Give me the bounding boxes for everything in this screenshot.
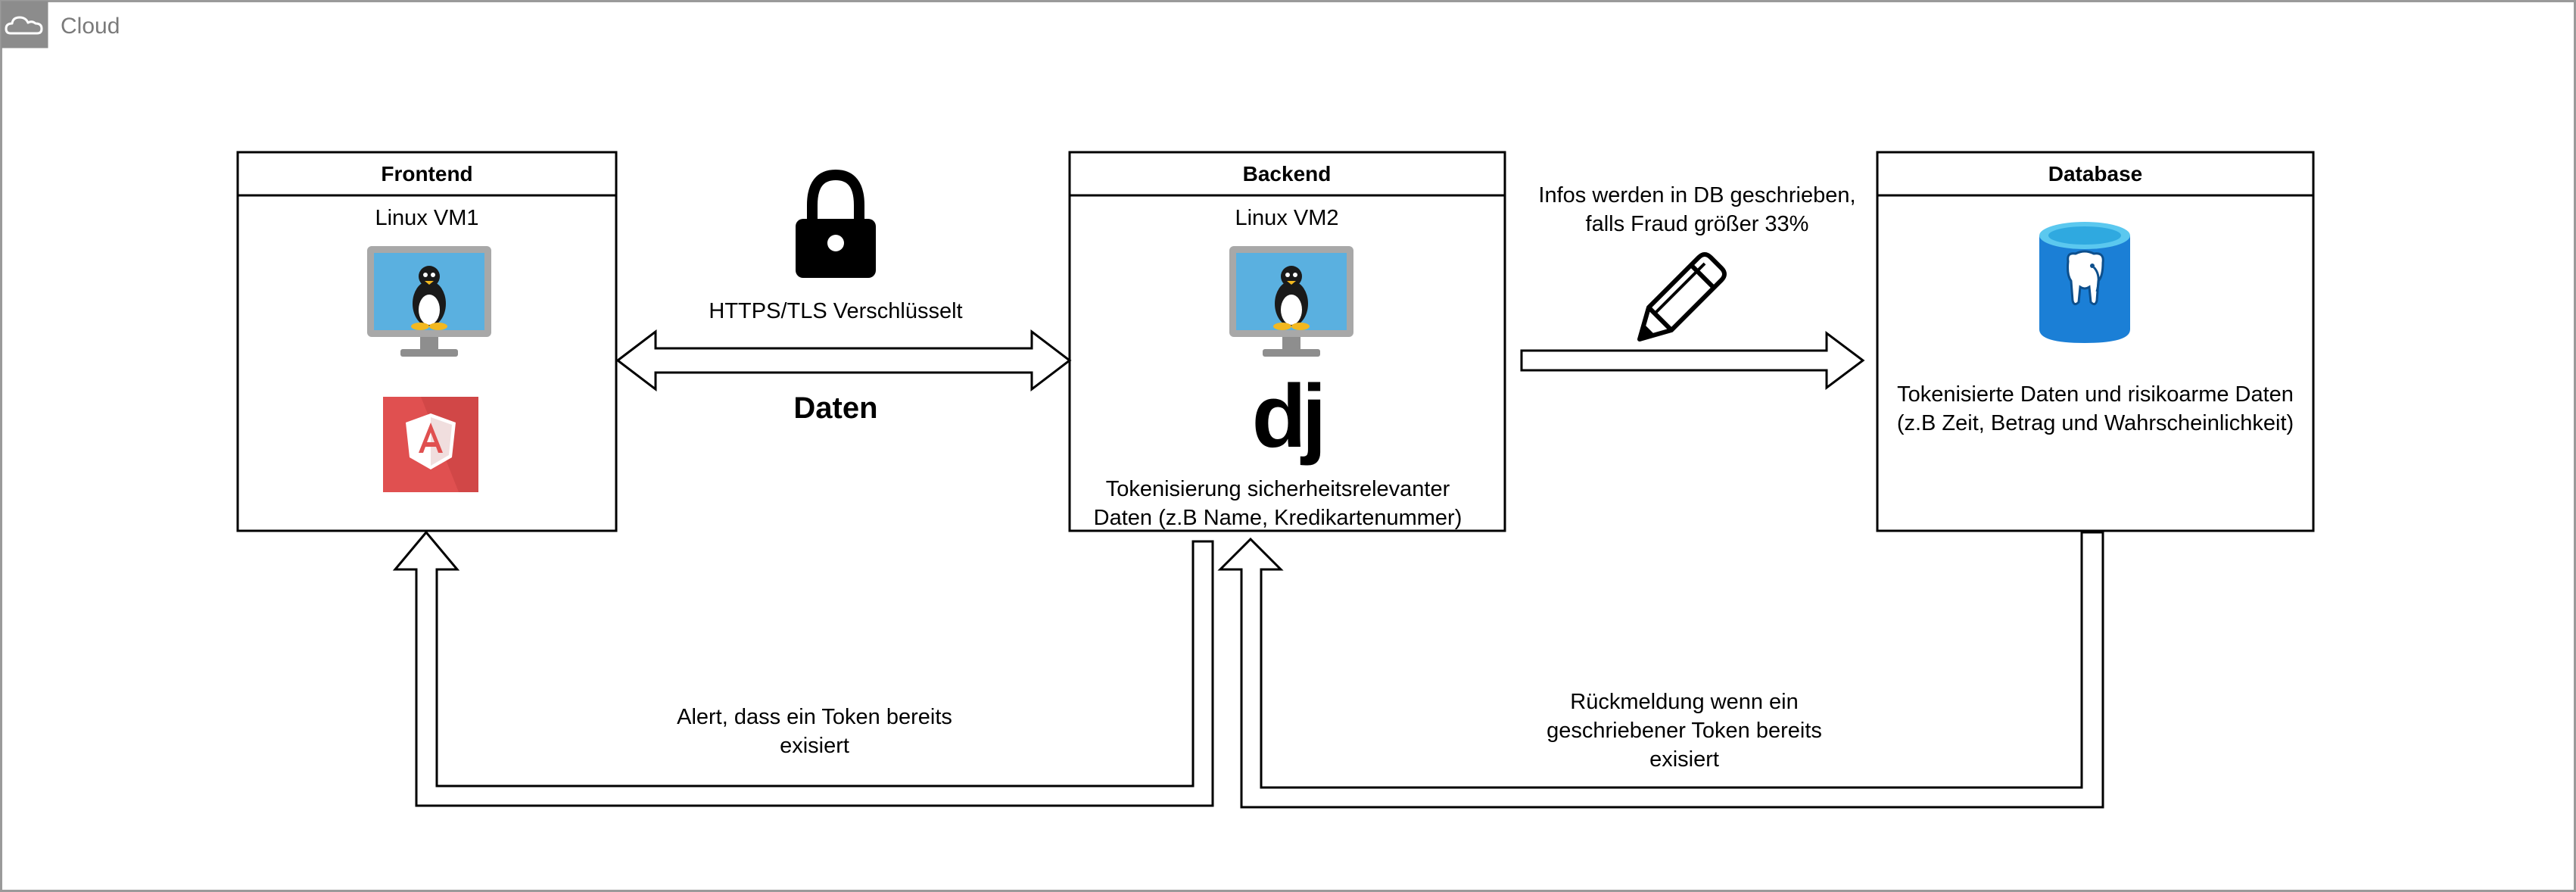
daten-label: Daten — [793, 391, 877, 425]
alert-label-line1: Alert, dass ein Token bereits — [677, 705, 952, 729]
feedback-label-line2: geschriebener Token bereits — [1547, 719, 1822, 743]
linux-vm-icon — [1229, 246, 1353, 357]
database-title: Database — [2048, 162, 2143, 186]
backend-node[interactable]: Backend Linux VM2 dj Tokenisierung siche… — [1068, 151, 1506, 532]
cloud-icon — [1, 1, 48, 48]
lock-icon — [796, 169, 876, 278]
feedback-label-line1: Rückmeldung wenn ein — [1570, 690, 1798, 714]
frontend-title: Frontend — [381, 162, 472, 186]
database-note-line1: Tokenisierte Daten und risikoarme Daten — [1897, 382, 2294, 407]
cloud-label: Cloud — [61, 14, 120, 39]
postgresql-icon — [2039, 222, 2130, 343]
frontend-node[interactable]: Frontend Linux VM1 — [236, 151, 618, 532]
alert-label-line2: exisiert — [780, 734, 849, 758]
backend-note-line2: Daten (z.B Name, Kredikartenummer) — [1094, 506, 1462, 530]
feedback-arrow[interactable] — [1217, 531, 2104, 809]
db-write-label-line1: Infos werden in DB geschrieben, — [1538, 183, 1855, 207]
backend-database-arrow[interactable] — [1520, 331, 1865, 390]
backend-note-line1: Tokenisierung sicherheitsrelevanter — [1106, 477, 1450, 501]
database-note-line2: (z.B Zeit, Betrag und Wahrscheinlichkeit… — [1897, 411, 2294, 435]
https-tls-label: HTTPS/TLS Verschlüsselt — [709, 299, 962, 323]
backend-title: Backend — [1243, 162, 1332, 186]
db-write-label-line2: falls Fraud größer 33% — [1586, 212, 1809, 236]
linux-vm-icon — [367, 246, 491, 357]
backend-subtitle: Linux VM2 — [1235, 206, 1338, 230]
django-icon: dj — [1252, 366, 1322, 466]
database-node[interactable]: Database Tokenisierte Daten und risikoar… — [1876, 151, 2315, 532]
angular-icon — [383, 397, 478, 492]
alert-arrow[interactable] — [392, 530, 1214, 807]
frontend-backend-arrow[interactable] — [615, 329, 1072, 392]
pencil-icon — [1637, 252, 1727, 342]
frontend-subtitle: Linux VM1 — [375, 206, 478, 230]
feedback-label-line3: exisiert — [1649, 747, 1719, 772]
